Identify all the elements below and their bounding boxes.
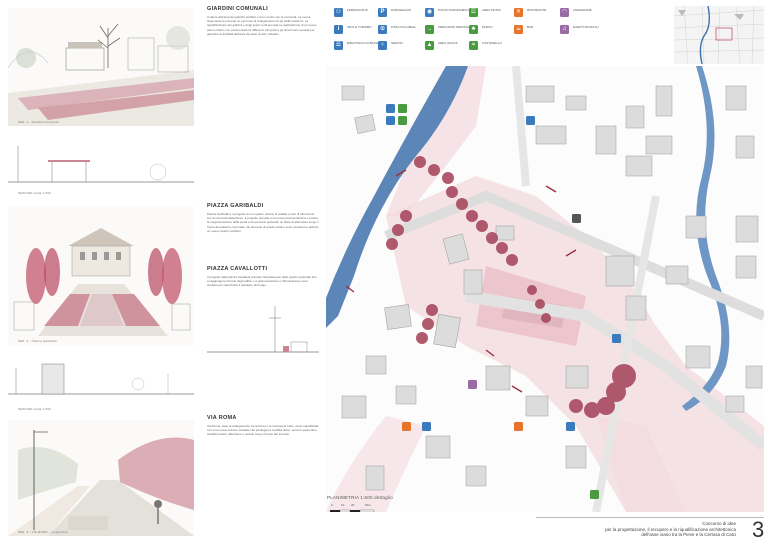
legend-label: RISTORANTE [527,8,547,12]
music-icon: ♫ [560,25,569,34]
legend-label: PERCORSO PEDONALE [438,25,473,29]
playground-icon: ▲ [425,41,434,50]
page-number: 3 [752,517,765,542]
plan-title: PLANIMETRIA 1:500 dettaglio [327,495,393,500]
scale-tick: 20 [351,503,355,507]
site-plan-drawing [326,66,764,512]
tree-icon: ♣ [469,25,478,34]
section-drawing-1: SEZIONE scala 1:500 [8,138,194,198]
bus-stop-icon: ⚇ [334,8,343,17]
sketch-giardini-drawing [8,8,194,126]
info-board-icon: i [334,25,343,34]
location-minimap [674,6,764,64]
section-title-garibaldi: PIAZZA GARIBALDI [207,203,264,209]
section-text-garibaldi: Piazza Garibaldi è il progetto di uno sp… [207,212,319,233]
site-plan [326,66,764,512]
section-drawing-1-lines [8,146,194,183]
legend-label: FERMATA BUS [347,8,368,12]
footer-rule [536,517,764,518]
footer-line3: dell'asse viario tra la Pieve e la Certo… [641,532,736,538]
legend-label: EVENTI MUSICALI [573,25,599,29]
scale-tick: 10 [341,503,345,507]
legend-label: INFO E TURISMO [347,25,372,29]
scale-bar [330,509,375,512]
section-text-giardini: Il valore dell'area dei giardini pubblic… [207,15,317,36]
parking-icon: P [378,8,387,17]
legend-label: AREA GIOCHI [438,41,458,45]
section-title-giardini: GIARDINI COMUNALI [207,6,269,12]
legend-label: AREA PICNIC [482,8,502,12]
legend-label: BAR [527,25,534,29]
minimap-drawing [674,6,764,64]
footer-caption: Concorso di idee per la progettazione, i… [496,521,736,538]
library-icon: ☰ [334,41,343,50]
footer-line2: per la progettazione, il recupero e la r… [605,526,736,532]
sketch-caption: SEZ. 1 - Giardini Comunali [18,120,59,124]
footer-line1: Concorso di idee [702,521,736,526]
bar-icon: ☕ [514,25,523,34]
sketch-viaroma: SEZ. 3 - VIA ROMA - prospettiva [8,420,194,536]
section-title-cavallotti: PIAZZA CAVALLOTTI [207,266,268,272]
bike-icon: ⊙ [378,25,387,34]
sketch-garibaldi: SEZ. 2 - Piazza Garibaldi [8,206,194,346]
sketch-giardini: SEZ. 1 - Giardini Comunali [8,8,194,126]
sketch-caption: SEZ. 3 - VIA ROMA - prospettiva [18,530,68,534]
sketch-caption: SEZ. 2 - Piazza Garibaldi [18,339,57,343]
section-title-viaroma: VIA ROMA [207,415,237,421]
legend-label: PUNTO PANORAMICO [438,8,470,12]
tree-rows [386,156,636,418]
sketch-viaroma-drawing [8,420,194,536]
legend-label: FONTANELLO [482,41,502,45]
fountain-icon: ≈ [469,41,478,50]
legend-label: PISTA CICLABILE [391,25,416,29]
restaurant-icon: ✕ [514,8,523,17]
hat-icon: ◠ [560,8,569,17]
legend-label: ANIMAZIONE [573,8,592,12]
section-drawing-2-lines [8,363,194,395]
walk-icon: → [425,25,434,34]
camera-icon: ◉ [425,8,434,17]
plan-icons [386,104,621,499]
sketch-caption: SEZIONE scala 1:500 [18,407,52,411]
section-drawing-cavallotti [207,300,319,360]
section-text-viaroma: Via Roma, asse di collegamento tra la Pi… [207,424,319,437]
section-text-cavallotti: Il progetto della piazza Cavallotti prev… [207,275,317,288]
sketch-caption: SEZIONE scala 1:500 [18,191,52,195]
section-drawing-cavallotti-lines [207,306,319,353]
legend-label: PARCHEGGIO [391,8,412,12]
section-drawing-2: SEZIONE scala 1:500 [8,354,194,414]
picnic-icon: ☲ [469,8,478,17]
view-markers [345,169,577,393]
legend-label: PARCO [482,25,493,29]
legend-label: BIBLIOTECA COMUNALE [347,41,383,45]
wc-icon: ♀ [378,41,387,50]
sketch-garibaldi-drawing [8,206,194,346]
scale-tick: 50m [365,503,371,507]
scale-tick: 0 [331,503,333,507]
legend-label: SERVIZI [391,41,403,45]
